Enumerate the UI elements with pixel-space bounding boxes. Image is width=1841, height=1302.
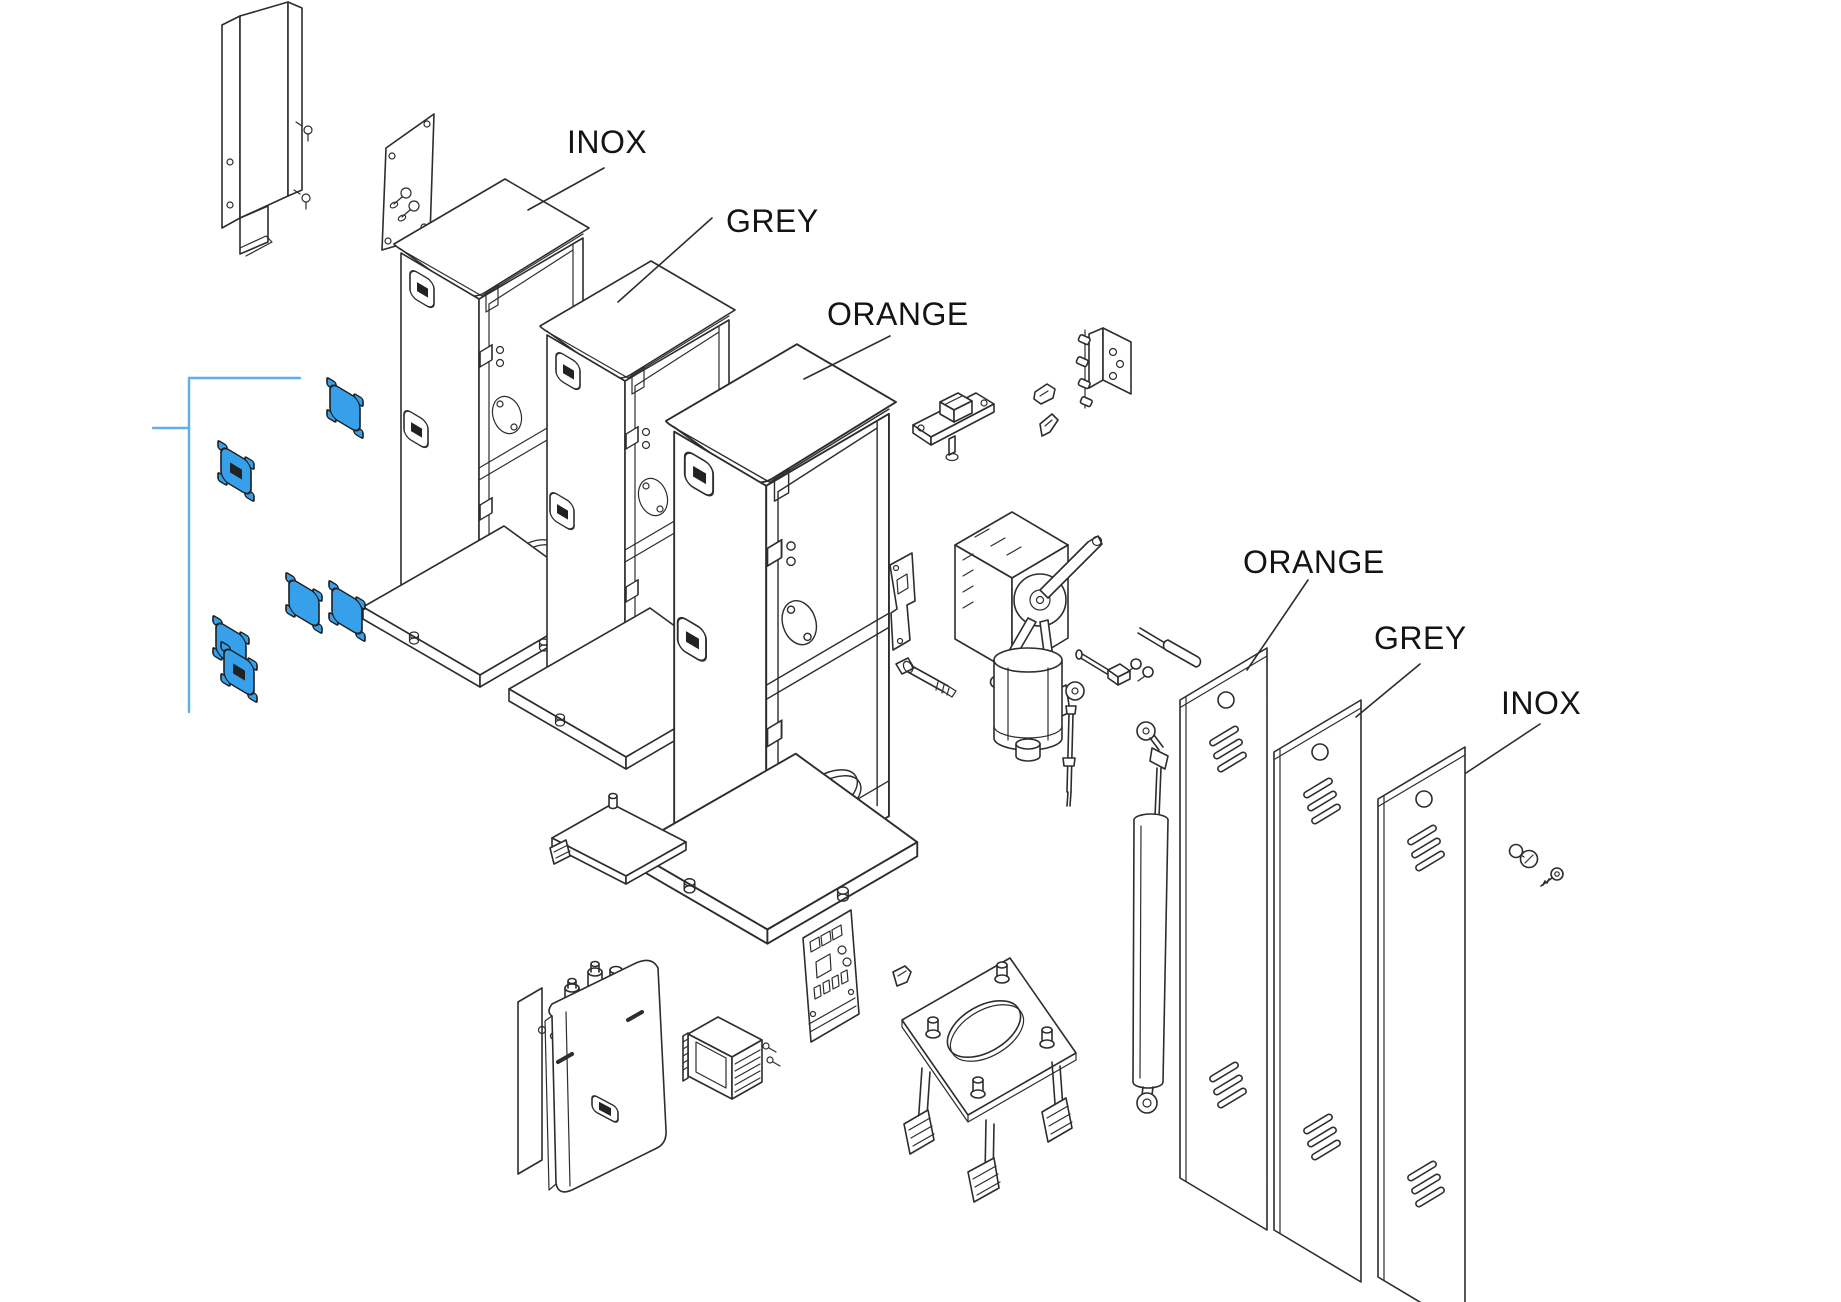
control-box (517, 959, 667, 1193)
pivot-bolt (895, 657, 957, 698)
release-lever (1039, 535, 1103, 599)
control-board (802, 909, 860, 1043)
label-column-orange: ORANGE (827, 296, 969, 332)
door-panel-orange (1179, 647, 1268, 1231)
callout-bracket (151, 376, 302, 714)
base-plate (549, 792, 687, 885)
blue-cover-cap (328, 579, 366, 643)
door-panel-inox (1377, 746, 1466, 1302)
latch-plate (889, 552, 916, 651)
clip-small (1033, 383, 1059, 437)
mounting-channel (221, 1, 313, 257)
hinge-bracket (1075, 327, 1132, 409)
label-door-inox: INOX (1501, 685, 1581, 721)
blue-cover-cap (326, 376, 364, 440)
blue-cover-cap-logo (217, 440, 255, 502)
release-handle (1075, 627, 1202, 686)
blue-cover-cap (285, 571, 323, 635)
clip-small (892, 965, 912, 987)
lock-barrel-and-key (1508, 843, 1564, 887)
foundation-plate (901, 957, 1077, 1203)
door-panel-grey (1273, 699, 1362, 1283)
label-column-grey: GREY (726, 203, 819, 239)
blue-cover-cap-logo (220, 641, 258, 703)
leader-lines (527, 167, 1541, 774)
fixing-plate (381, 113, 435, 251)
transformer (682, 1016, 781, 1100)
label-column-inox: INOX (567, 124, 647, 160)
balancing-damper (1132, 721, 1169, 1114)
label-door-grey: GREY (1374, 620, 1467, 656)
top-bar-bracket (912, 392, 995, 462)
label-door-orange: ORANGE (1243, 544, 1385, 580)
link-rod (1062, 681, 1085, 807)
gearmotor (954, 511, 1103, 762)
